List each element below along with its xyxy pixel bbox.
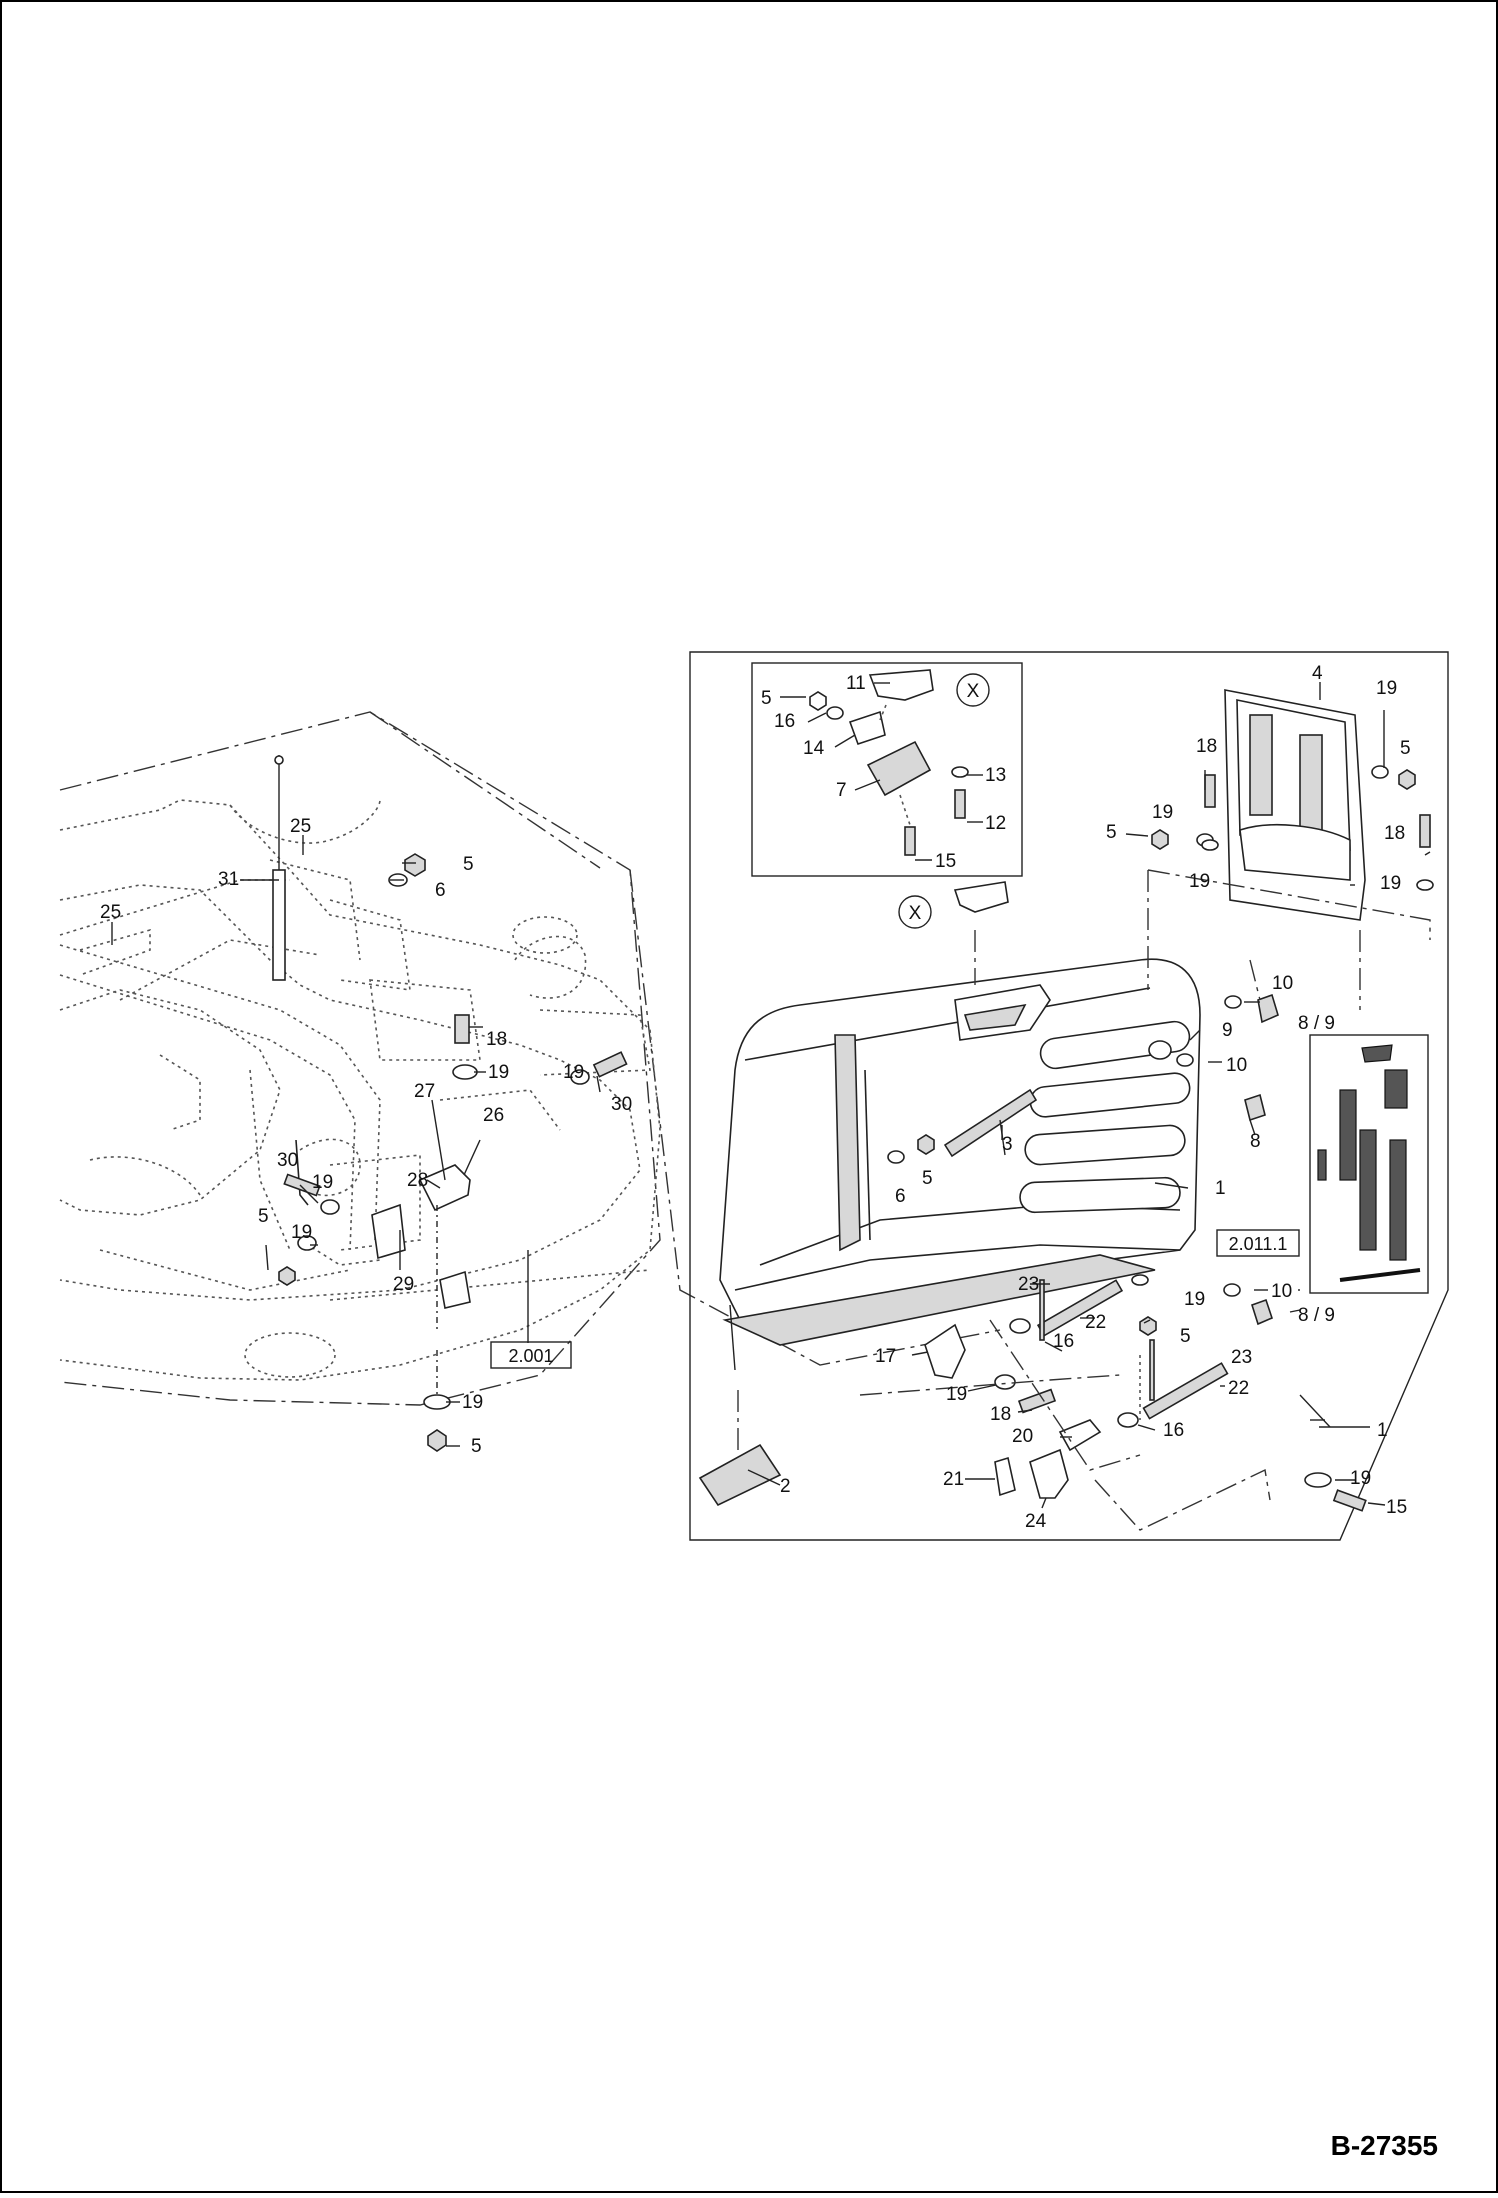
- bracket-left-group: [295, 1139, 471, 1309]
- part-label: 19: [1152, 802, 1173, 823]
- fasteners-right: [698, 765, 1434, 1512]
- part-label: 19: [462, 1392, 483, 1413]
- machine-frame-ghost: [59, 711, 1001, 1406]
- detail-x-circle-2: [898, 895, 932, 929]
- part-label: 29: [393, 1274, 414, 1295]
- part-label: 15: [1386, 1497, 1407, 1518]
- part-label: 19: [563, 1062, 584, 1083]
- leaders-left: [111, 835, 601, 1447]
- part-label: 8 / 9: [1298, 1305, 1335, 1326]
- part-label: 8 / 9: [1298, 1013, 1335, 1034]
- part-label: 21: [943, 1469, 964, 1490]
- part-label: 19: [1184, 1289, 1205, 1310]
- part-label: 22: [1228, 1378, 1249, 1399]
- part-label: 19: [1350, 1468, 1371, 1489]
- part-label: 5: [258, 1206, 269, 1227]
- assembly-box: [689, 651, 1449, 1541]
- part-label: 5: [922, 1168, 933, 1189]
- detail-marker-label-2: X: [909, 903, 922, 924]
- engine-hood-panel: [719, 958, 1201, 1371]
- side-panel: [1224, 689, 1366, 921]
- part-label: 19: [488, 1062, 509, 1083]
- part-label: 1: [1377, 1420, 1388, 1441]
- detail-x-parts: [809, 669, 1009, 913]
- part-label: 25: [290, 816, 311, 837]
- part-label: 20: [1012, 1426, 1033, 1447]
- part-label: 30: [611, 1094, 632, 1115]
- part-label: 26: [483, 1105, 504, 1126]
- reference-box-20111: [1216, 1229, 1300, 1257]
- part-label: 19: [1380, 873, 1401, 894]
- drawing-number: B-27355: [1331, 2130, 1438, 2161]
- detail-x-box: [751, 662, 1023, 877]
- part-label: 18: [486, 1029, 507, 1050]
- part-label: 25: [100, 902, 121, 923]
- part-label: 19: [1189, 871, 1210, 892]
- part-label: 5: [1400, 738, 1411, 759]
- part-label: 28: [407, 1170, 428, 1191]
- part-label: 24: [1025, 1511, 1047, 1532]
- part-label: 18: [1384, 823, 1405, 844]
- leaders-right: [747, 682, 1431, 1509]
- part-label: 10: [1226, 1055, 1247, 1076]
- dash-lines-right: [737, 869, 1431, 1531]
- part-label: 18: [990, 1404, 1011, 1425]
- part-label: 11: [846, 673, 866, 694]
- part-label: 23: [1018, 1274, 1039, 1295]
- reference-box-20111-label: 2.011.1: [1229, 1234, 1288, 1254]
- part-label: 5: [761, 688, 772, 709]
- part-label: 10: [1271, 1281, 1292, 1302]
- part-label: 12: [985, 813, 1006, 834]
- part-label: 9: [1222, 1020, 1233, 1041]
- part-label: 31: [218, 869, 239, 890]
- part-label: 16: [774, 711, 795, 732]
- part-label: 6: [435, 880, 446, 901]
- decal-box: [1309, 1034, 1429, 1294]
- part-label: 15: [935, 851, 956, 872]
- part-label: 1: [1215, 1178, 1226, 1199]
- part-label: 5: [1180, 1326, 1191, 1347]
- part-number-labels: 1 1 2 3 4 5 5 5 5 5 5 5 5 6 6 7 8 8 / 9 …: [100, 663, 1411, 1532]
- part-label: 5: [463, 854, 474, 875]
- part-label: 2: [780, 1476, 791, 1497]
- part-label: 23: [1231, 1347, 1252, 1368]
- part-label: 17: [875, 1346, 896, 1367]
- part-label: 19: [291, 1222, 312, 1243]
- part-label: 19: [312, 1172, 333, 1193]
- part-label: 14: [803, 738, 825, 759]
- decal-set: [1317, 1044, 1421, 1282]
- part-label: 13: [985, 765, 1006, 786]
- part-label: 3: [1002, 1134, 1013, 1155]
- part-label: 5: [1106, 822, 1117, 843]
- detail-x-circle: [956, 673, 990, 707]
- part-label: 22: [1085, 1312, 1106, 1333]
- part-label: 5: [471, 1436, 482, 1457]
- part-label: 10: [1272, 973, 1293, 994]
- part-label: 19: [946, 1384, 967, 1405]
- part-label: 6: [895, 1186, 906, 1207]
- part-label: 16: [1053, 1331, 1074, 1352]
- part-label: 18: [1196, 736, 1217, 757]
- reference-box-2001: [490, 1341, 572, 1369]
- part-label: 16: [1163, 1420, 1184, 1441]
- part-label: 4: [1312, 663, 1323, 684]
- gas-strut: [272, 755, 286, 981]
- part-label: 19: [1376, 678, 1397, 699]
- part-label: 8: [1250, 1131, 1261, 1152]
- part-label: 7: [836, 780, 847, 801]
- detail-marker-label: X: [967, 681, 980, 702]
- reference-box-2001-label: 2.001: [508, 1346, 553, 1366]
- detail-x-leaders: [780, 682, 983, 861]
- part-label: 27: [414, 1081, 435, 1102]
- part-label: 30: [277, 1150, 298, 1171]
- fasteners-left: [278, 853, 628, 1452]
